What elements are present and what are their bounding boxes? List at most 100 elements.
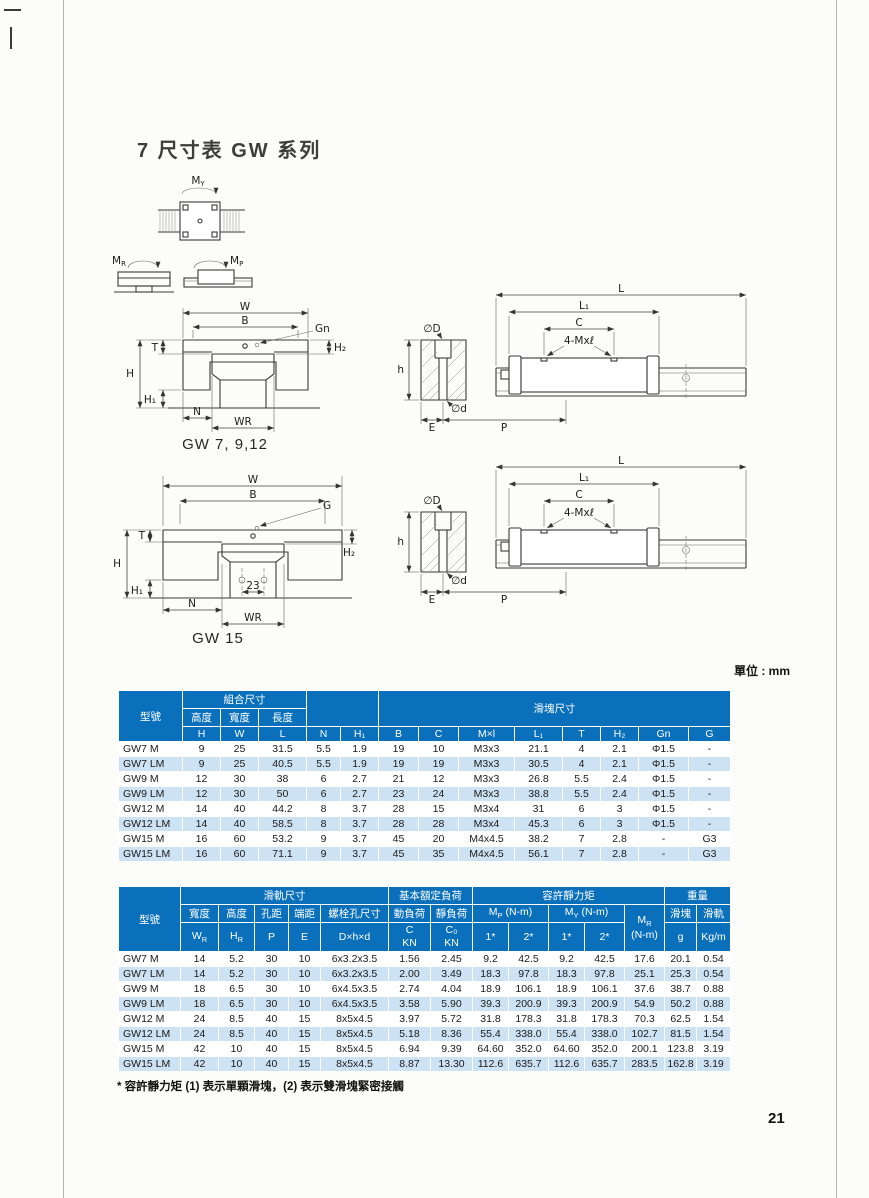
page-title: 7 尺寸表 GW 系列 (137, 140, 322, 163)
value-cell: 40 (254, 1011, 289, 1028)
header-spacer (306, 690, 379, 727)
value-cell: 352.0 (508, 1041, 549, 1058)
block-width-dimension: B (192, 315, 299, 338)
bolt-label: 4-Mxℓ (564, 507, 594, 519)
col-header-g: g (664, 921, 698, 953)
l1-dimension: L₁ (508, 300, 660, 354)
value-cell: 60 (220, 846, 259, 862)
col-header-static: 靜負荷 (430, 904, 473, 923)
front-view-gw15: W B G 23 H₂ H T H₁ N (113, 474, 357, 628)
value-cell: 338.0 (508, 1026, 549, 1043)
h1-label: H₁ (131, 585, 143, 597)
rail-profile (150, 543, 352, 599)
n-dimension: N (182, 376, 213, 432)
col-header-my: MY(N-m) (548, 904, 625, 923)
value-cell: 40 (254, 1041, 289, 1058)
value-cell: 2.45 (430, 951, 473, 968)
value-cell: 24 (418, 786, 459, 802)
value-cell: 60 (220, 831, 259, 847)
bolt-callout: 4-Mxℓ (546, 507, 612, 529)
block-elevation (500, 527, 660, 567)
value-cell: 53.2 (258, 831, 307, 847)
unit-label: 單位 : mm (733, 664, 790, 678)
value-cell: 5.5 (562, 771, 601, 787)
t-dimension: T (138, 530, 163, 543)
col-header-width: 寬度 (220, 708, 259, 727)
value-cell: 40 (254, 1026, 289, 1043)
value-cell: 1.56 (388, 951, 431, 968)
model-cell: GW15 M (118, 1041, 181, 1058)
value-cell: M3x3 (458, 786, 515, 802)
value-cell: 97.8 (508, 966, 549, 983)
value-cell: 40 (220, 816, 259, 832)
g-label: G (323, 500, 331, 512)
value-cell: 42 (180, 1056, 219, 1073)
t-dimension: T (151, 340, 210, 355)
value-cell: G3 (688, 846, 731, 862)
group-header-weight: 重量 (664, 886, 732, 905)
group-header-rail: 滑軌尺寸 (180, 886, 389, 905)
value-cell: 2.4 (600, 786, 639, 802)
l-label: L (618, 455, 624, 467)
value-cell: 50.2 (664, 996, 698, 1013)
value-cell: 39.3 (548, 996, 585, 1013)
b-label: B (249, 489, 256, 501)
value-cell: Φ1.5 (638, 786, 689, 802)
col-header-pitch: 孔距 (254, 904, 289, 923)
value-cell: 7 (562, 846, 601, 862)
col-header-HR: HR (218, 921, 255, 953)
col-header-L1: L₁ (514, 726, 563, 742)
value-cell: 18.9 (548, 981, 585, 998)
value-cell: 9 (182, 756, 221, 772)
value-cell: 17.6 (623, 951, 666, 968)
value-cell: 635.7 (508, 1056, 549, 1073)
value-cell: 62.5 (664, 1011, 698, 1028)
width-dimension: W (182, 301, 309, 338)
dia-d-lower-label: ∅d (451, 575, 467, 587)
value-cell: Φ1.5 (638, 816, 689, 832)
value-cell: M4x4.5 (458, 831, 515, 847)
e-label: E (429, 422, 436, 434)
value-cell: 25.3 (664, 966, 698, 983)
value-cell: 56.1 (514, 846, 563, 862)
n-label: N (193, 406, 201, 418)
value-cell: - (688, 816, 731, 832)
value-cell: 635.7 (584, 1056, 625, 1073)
c-label: C (575, 489, 582, 501)
col-header-height: 高度 (182, 708, 221, 727)
l-dimension: L (495, 455, 747, 538)
g-callout: G (254, 500, 331, 531)
value-cell: 25.1 (623, 966, 666, 983)
value-cell: 9.2 (472, 951, 509, 968)
value-cell: 3.19 (696, 1056, 732, 1073)
value-cell: 31.8 (472, 1011, 509, 1028)
value-cell: 97.8 (584, 966, 625, 983)
value-cell: 10 (288, 981, 321, 998)
e-dimension: E (420, 402, 444, 434)
value-cell: 9 (306, 846, 341, 862)
value-cell: 8x5x4.5 (320, 1011, 389, 1028)
my-label: MY (191, 175, 205, 188)
value-cell: 3.49 (430, 966, 473, 983)
col-header-rail-weight: 滑軌 (696, 904, 732, 923)
value-cell: 10 (288, 966, 321, 983)
section-hatch (420, 339, 467, 401)
value-cell: 30 (254, 996, 289, 1013)
value-cell: 42.5 (508, 951, 549, 968)
value-cell: 31 (514, 801, 563, 817)
col-header-T: T (562, 726, 601, 742)
assembly-dimensions-table: 型號 組合尺寸 滑塊尺寸 高度 寬度 長度 H W L N H₁ B C M×l… (118, 690, 731, 862)
value-cell: 6x3.2x3.5 (320, 966, 389, 983)
value-cell: 106.1 (584, 981, 625, 998)
value-cell: 38.2 (514, 831, 563, 847)
value-cell: 9 (306, 831, 341, 847)
value-cell: - (638, 831, 689, 847)
